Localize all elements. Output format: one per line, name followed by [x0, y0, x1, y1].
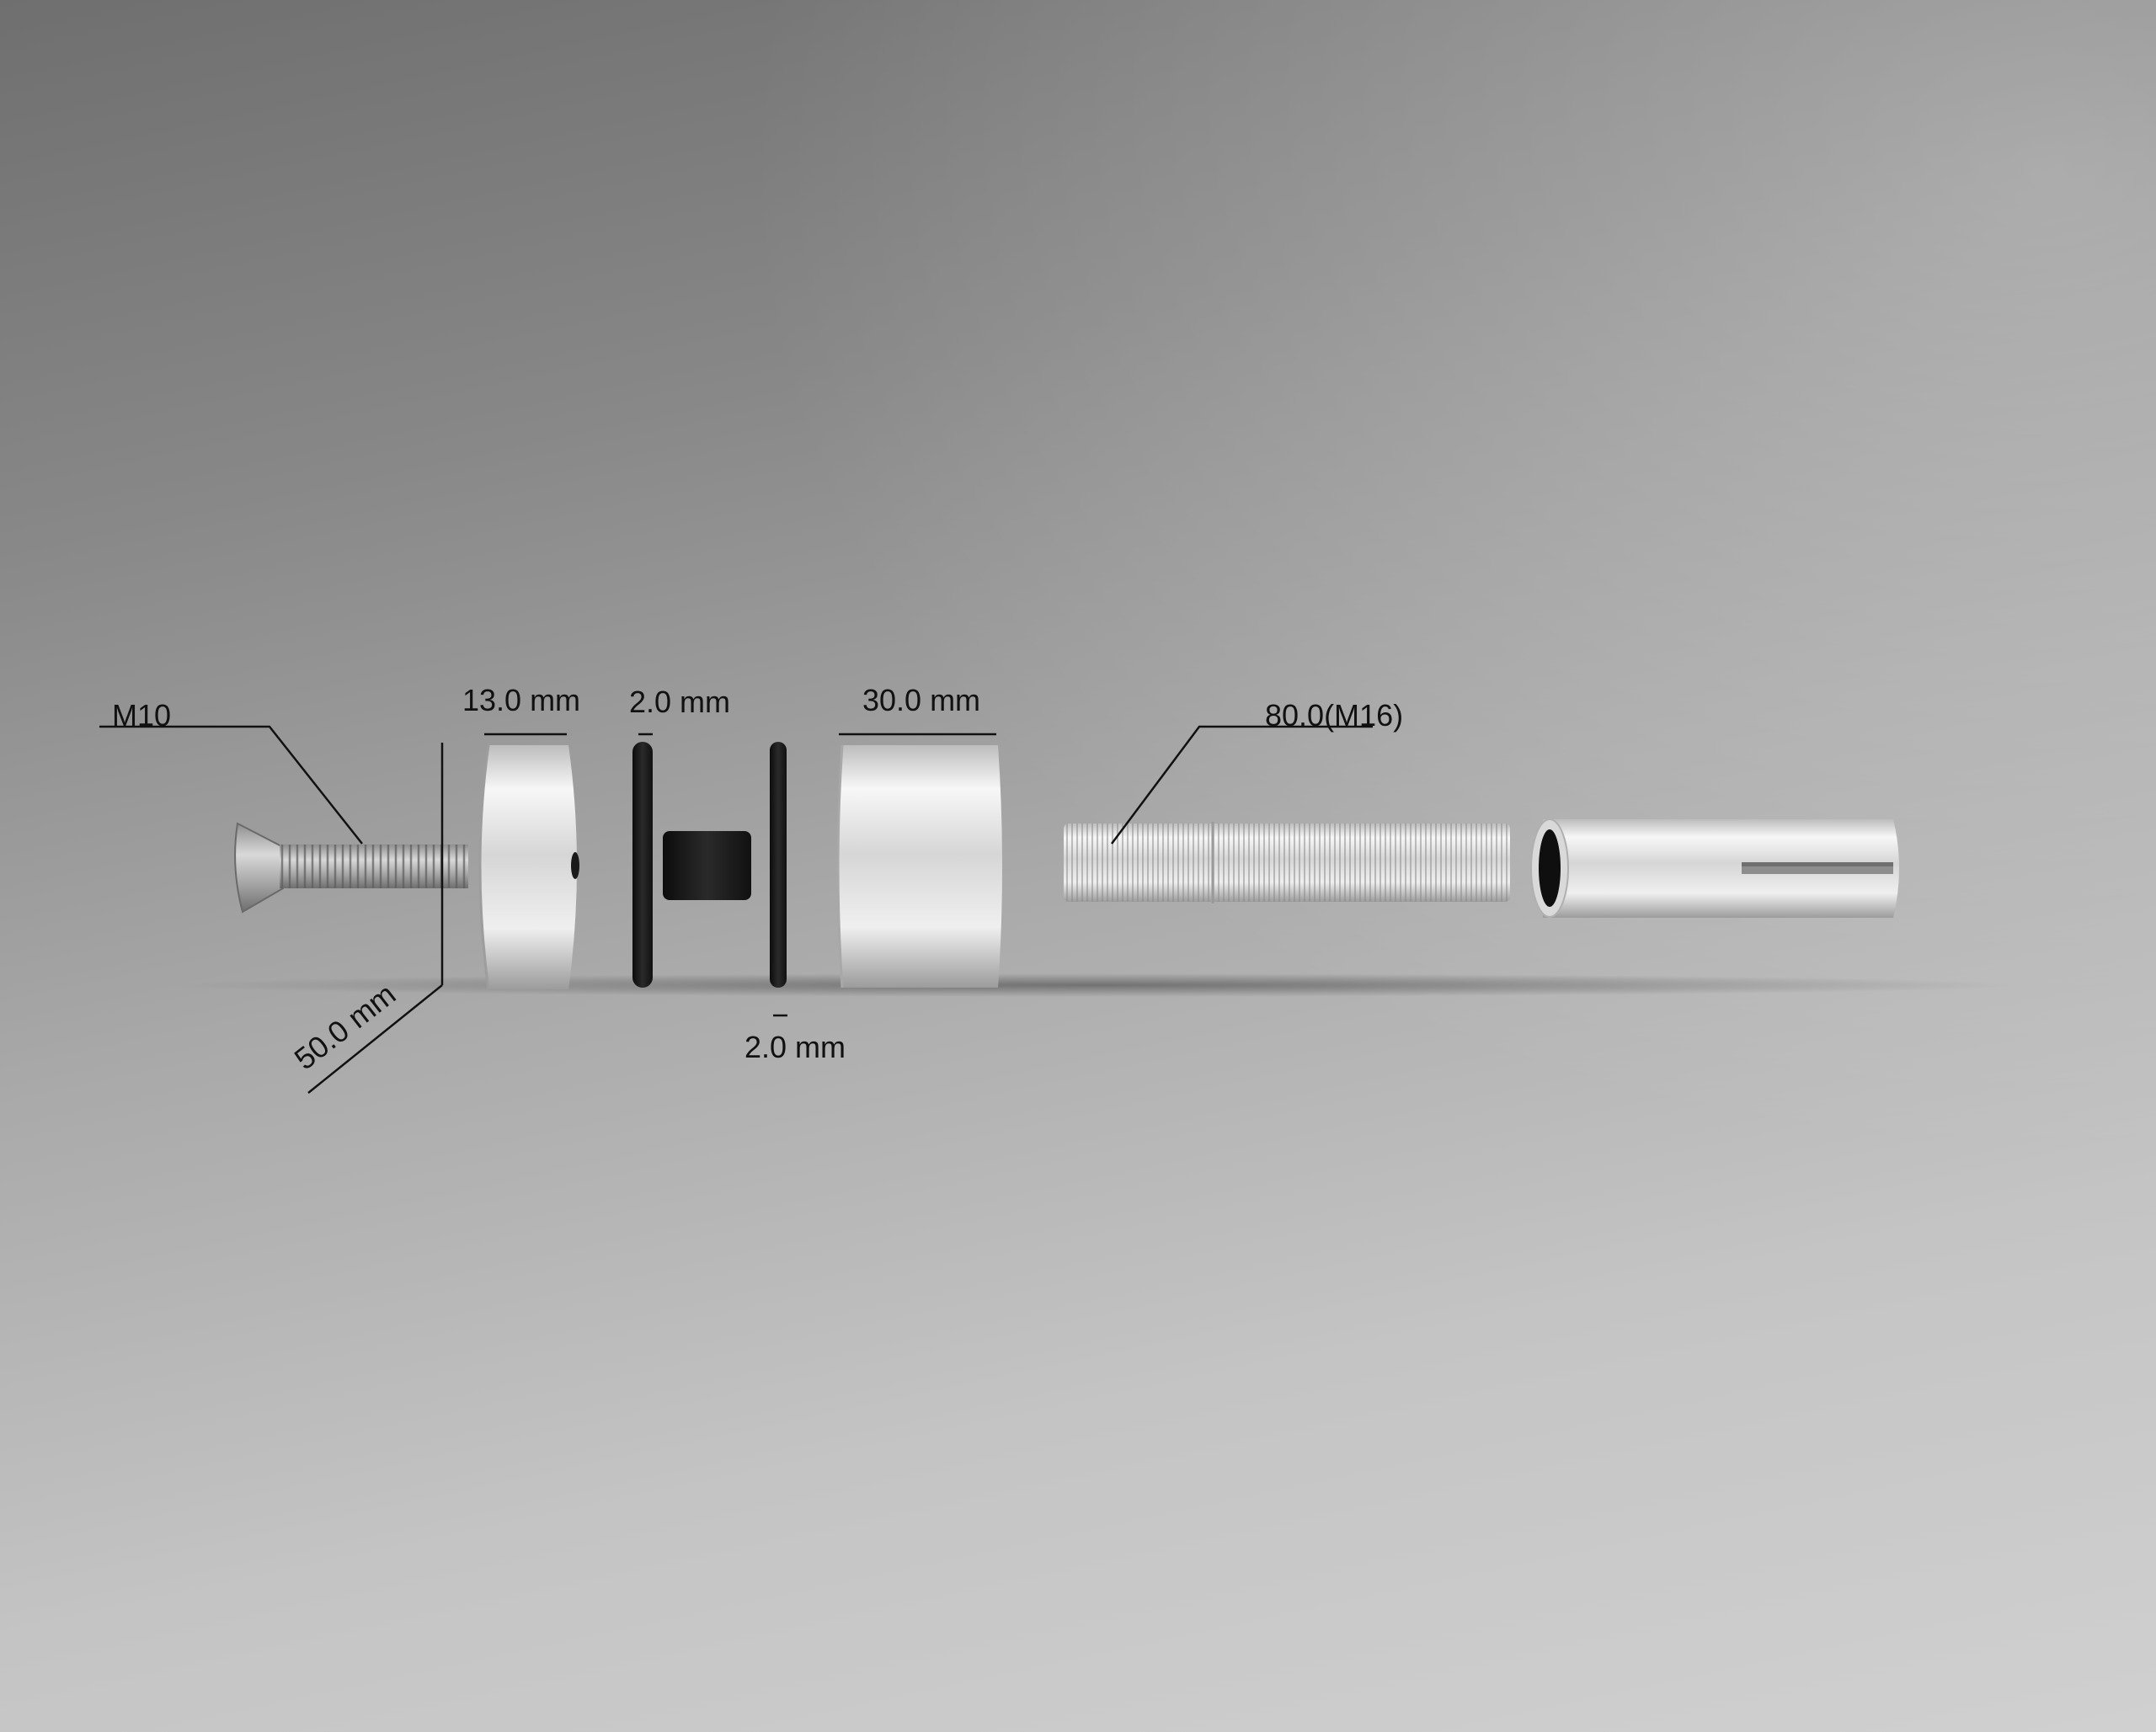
- rubber-washer-b: [770, 742, 787, 988]
- diameter-diagonal-line: [307, 984, 443, 1094]
- label-bolt-size: M10: [112, 698, 171, 733]
- label-washer-b: 2.0 mm: [744, 1030, 846, 1064]
- label-washer-a: 2.0 mm: [629, 685, 730, 719]
- spacer-body: [836, 744, 1002, 989]
- cap-bolt-hole: [571, 852, 579, 879]
- leader-rod: [1110, 725, 1373, 845]
- leader-m10: [99, 725, 363, 845]
- threaded-rod: [1064, 822, 1510, 903]
- dimension-lines: [99, 725, 1373, 1094]
- label-rod: 80.0(M16): [1265, 698, 1403, 733]
- label-spacer-length: 30.0 mm: [862, 683, 980, 717]
- label-cap-thickness: 13.0 mm: [462, 683, 580, 717]
- rubber-sleeve: [663, 831, 751, 900]
- countersunk-bolt: [234, 822, 468, 914]
- rubber-washer-a: [632, 742, 653, 988]
- anchor-sleeve: [1530, 818, 1899, 918]
- sleeve-bore: [1539, 829, 1561, 907]
- ground-shadow: [168, 973, 2021, 997]
- front-cap: [478, 744, 579, 990]
